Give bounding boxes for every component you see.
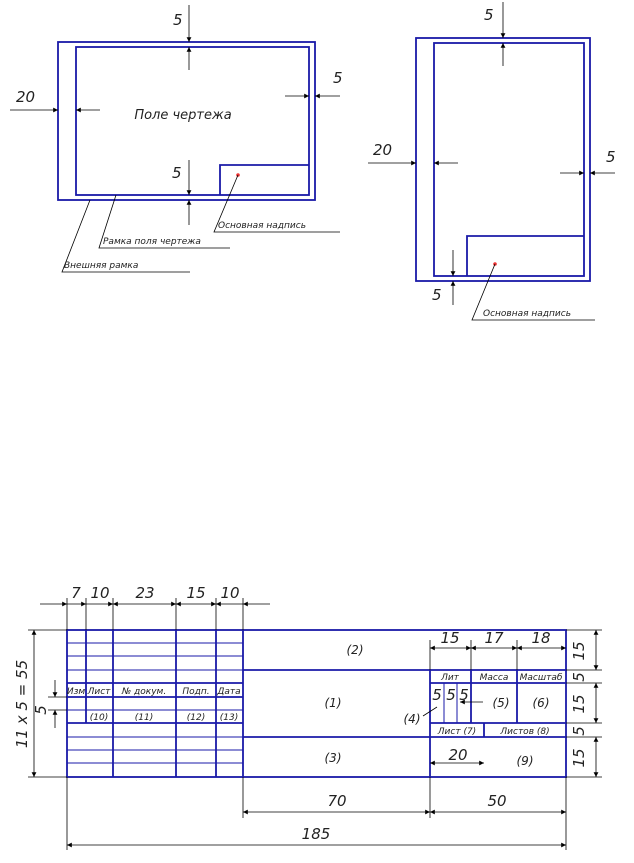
total-dim-185: 185 xyxy=(302,825,331,843)
dim-inner: 5 xyxy=(172,164,182,182)
outer-frame xyxy=(57,41,316,201)
outer-frame-2 xyxy=(415,37,591,282)
field-9: (9) xyxy=(517,754,534,768)
side-dim-5b: 5 xyxy=(570,726,588,736)
lit-five-2: 5 xyxy=(446,686,456,704)
outer-frame-label: Внешняя рамка xyxy=(64,261,138,271)
field-6: (6) xyxy=(533,696,550,710)
dim-right-2: 5 xyxy=(606,148,616,166)
inner-frame-2 xyxy=(433,42,585,277)
field-4: (4) xyxy=(404,712,421,726)
field-5: (5) xyxy=(493,696,510,710)
right-dim-17: 17 xyxy=(484,629,504,647)
bottom-dim-50: 50 xyxy=(487,792,506,810)
field-2: (2) xyxy=(347,643,364,657)
col-dim-15: 15 xyxy=(186,584,205,602)
list-label: Лист (7) xyxy=(437,727,476,737)
header-izm: Изм xyxy=(67,687,86,697)
dim-right: 5 xyxy=(333,69,343,87)
stamp-outer xyxy=(66,629,567,778)
dim-bottom-2: 5 xyxy=(432,286,442,304)
field-1: (1) xyxy=(325,696,342,710)
num-12: (12) xyxy=(187,713,205,723)
header-podp: Подп. xyxy=(182,687,209,697)
lit-label: Лит xyxy=(440,673,460,683)
dim-top: 5 xyxy=(173,11,183,29)
title-block-2 xyxy=(466,235,584,276)
row-dim: 5 xyxy=(32,705,50,715)
dim-left-2: 20 xyxy=(373,141,392,159)
inner-frame-label: Рамка поля чертежа xyxy=(103,237,201,247)
header-data: Дата xyxy=(216,687,240,697)
side-dim-15b: 15 xyxy=(570,694,588,713)
col-dim-10b: 10 xyxy=(220,584,239,602)
num-10: (10) xyxy=(90,713,108,723)
lit-five-3: 5 xyxy=(459,686,469,704)
num-11: (11) xyxy=(135,713,153,723)
title-block-label: Основная надпись xyxy=(218,221,306,231)
massa-label: Масса xyxy=(480,673,509,683)
listov-label: Листов (8) xyxy=(499,727,549,737)
num-13: (13) xyxy=(220,713,238,723)
header-doc: № докум. xyxy=(121,687,166,697)
right-dim-15: 15 xyxy=(440,629,459,647)
header-list: Лист xyxy=(87,687,112,697)
field-label: Поле чертежа xyxy=(134,108,231,123)
field-3: (3) xyxy=(325,751,342,765)
lit-five-1: 5 xyxy=(432,686,442,704)
col-dim-7: 7 xyxy=(71,584,81,602)
dim-left: 20 xyxy=(16,88,35,106)
dim-20: 20 xyxy=(448,746,467,764)
diagram-portrait: 5 20 5 5 Основная надпись xyxy=(368,2,616,321)
inner-frame xyxy=(75,46,310,196)
bottom-dim-70: 70 xyxy=(327,792,346,810)
height-dim: 11 x 5 = 55 xyxy=(13,660,31,748)
side-dim-5a: 5 xyxy=(570,672,588,682)
col-dim-10a: 10 xyxy=(90,584,109,602)
title-block-stamp: Изм Лист № докум. Подп. Дата (10) (11) (… xyxy=(13,584,602,850)
masshtab-label: Масштаб xyxy=(520,673,563,683)
col-dim-23: 23 xyxy=(135,584,154,602)
side-dim-15c: 15 xyxy=(570,748,588,767)
title-block-label-2: Основная надпись xyxy=(483,309,571,319)
dim-top-2: 5 xyxy=(484,6,494,24)
side-dim-15a: 15 xyxy=(570,641,588,660)
right-dim-18: 18 xyxy=(531,629,550,647)
title-block xyxy=(219,164,309,195)
diagram-landscape: Поле чертежа 5 20 5 5 Основная надпись Р… xyxy=(10,5,343,273)
